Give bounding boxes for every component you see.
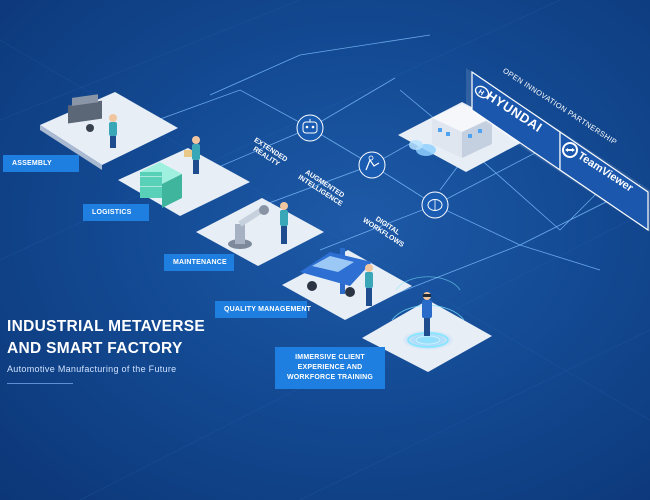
immersive-label: IMMERSIVE CLIENT EXPERIENCE AND WORKFORC… [275,347,385,389]
hand-touch-icon [358,151,386,179]
assembly-platform-edge [40,125,102,170]
vr-user [422,292,432,336]
maintenance-worker [280,202,288,244]
hyundai-logo-icon: H [474,85,490,99]
engine-block [68,94,102,132]
page-subtitle: Automotive Manufacturing of the Future [7,364,177,374]
quality-worker [365,264,373,306]
logistics-label: LOGISTICS [83,204,149,221]
logistics-worker [184,136,200,174]
svg-text:H: H [477,89,485,98]
teamviewer-logo-icon [562,142,578,158]
assembly-label: ASSEMBLY [3,155,79,172]
logistics-platform [118,148,250,216]
robot-arm [228,205,269,249]
page-title: INDUSTRIAL METAVERSE AND SMART FACTORY [7,318,206,357]
subtitle-underline [7,383,73,384]
maintenance-label: MAINTENANCE [164,254,234,271]
partnership-banner [466,68,650,232]
logistics-pallet [140,162,182,208]
factory-building [409,104,492,158]
brain-icon [421,191,449,219]
maintenance-platform [196,198,324,266]
quality-label: QUALITY MANAGEMENT [215,301,311,318]
car-on-lift [300,248,372,297]
assembly-worker [109,114,117,148]
robot-face-icon [296,114,324,142]
network-lines [129,34,641,301]
